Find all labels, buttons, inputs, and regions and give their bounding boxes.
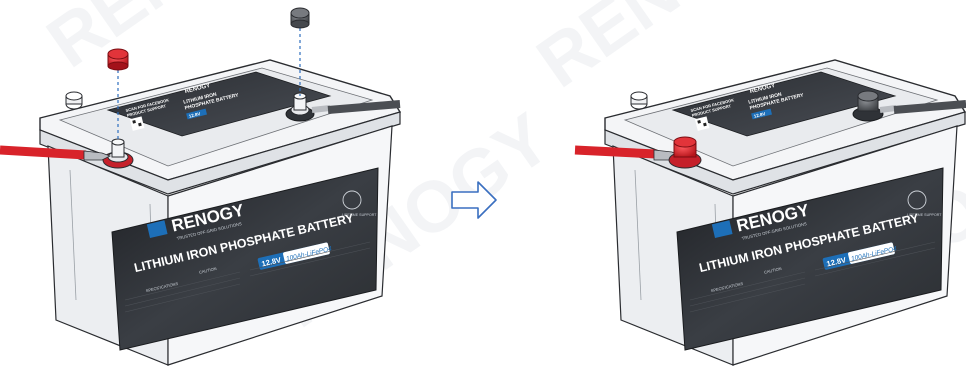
positive-cable (0, 150, 86, 155)
warranty-text: LIFETIME SUPPORT (342, 213, 377, 217)
positive-terminal-cap-icon (669, 137, 701, 168)
positive-terminal-cap-icon (108, 49, 128, 70)
negative-terminal-cap-icon (291, 8, 309, 28)
positive-cable (575, 150, 656, 154)
negative-terminal-cap-icon (853, 91, 883, 121)
battery-after: RENOGY TRUSTED OFF-GRID SOLUTIONS LITHIU… (575, 60, 966, 365)
warranty-text: LIFETIME SUPPORT (907, 213, 942, 217)
